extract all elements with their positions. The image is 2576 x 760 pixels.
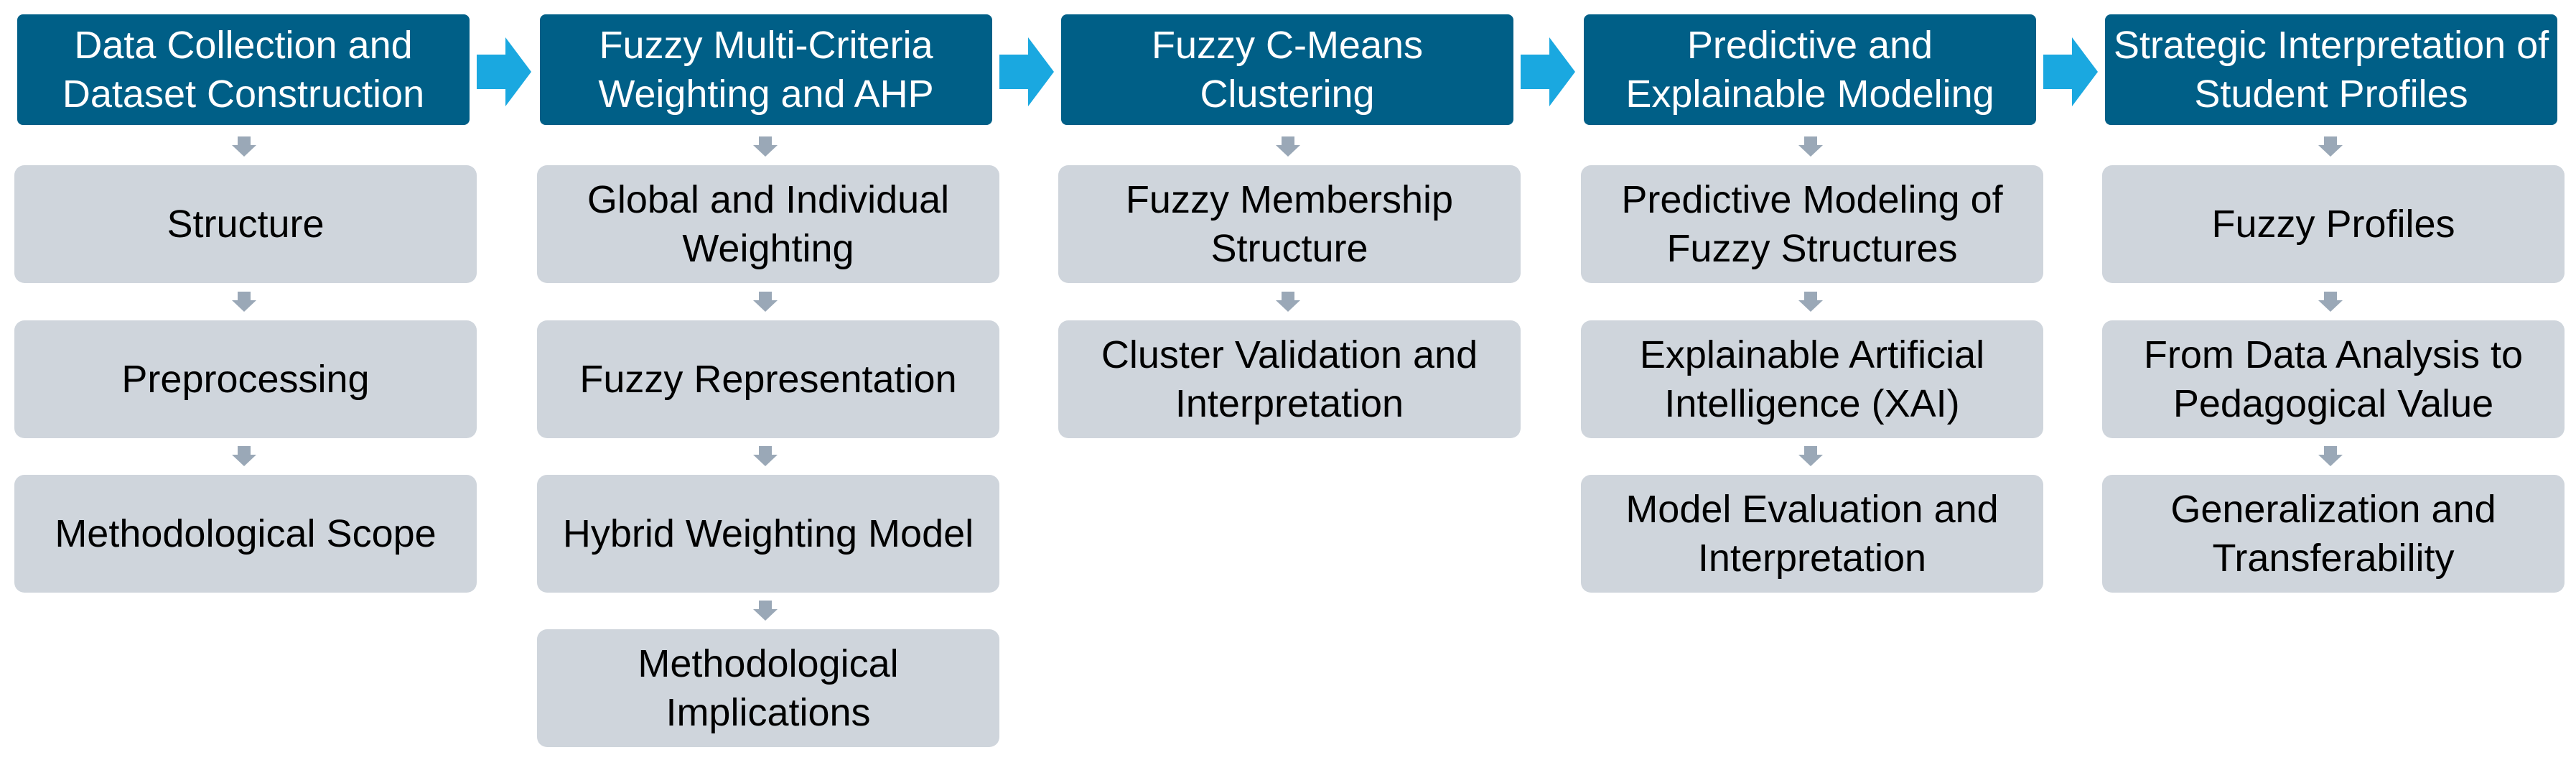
stage-data-collection: Data Collection and Dataset Construction… xyxy=(14,0,477,760)
right-arrow-icon xyxy=(477,37,531,106)
step-box: Fuzzy Profiles xyxy=(2102,165,2565,283)
step-box: From Data Analysis to Pedagogical Value xyxy=(2102,320,2565,438)
step-box: Fuzzy Representation xyxy=(537,320,999,438)
step-box: Fuzzy Membership Structure xyxy=(1058,165,1521,283)
step-box: Explainable Artificial Intelligence (XAI… xyxy=(1581,320,2043,438)
stage-header: Fuzzy Multi-Criteria Weighting and AHP xyxy=(540,14,992,125)
stage-fuzzy-c-means: Fuzzy C-Means Clustering Fuzzy Membershi… xyxy=(1058,0,1521,760)
stage-header: Predictive and Explainable Modeling xyxy=(1584,14,2036,125)
right-arrow-icon xyxy=(1521,37,1575,106)
right-arrow-icon xyxy=(999,37,1054,106)
stage-predictive-modeling: Predictive and Explainable Modeling Pred… xyxy=(1581,0,2043,760)
right-arrow-icon xyxy=(2043,37,2098,106)
step-box: Global and Individual Weighting xyxy=(537,165,999,283)
step-box: Hybrid Weighting Model xyxy=(537,475,999,593)
step-box: Predictive Modeling of Fuzzy Structures xyxy=(1581,165,2043,283)
step-box: Generalization and Transferability xyxy=(2102,475,2565,593)
step-box: Preprocessing xyxy=(14,320,477,438)
step-box: Structure xyxy=(14,165,477,283)
stage-fuzzy-weighting: Fuzzy Multi-Criteria Weighting and AHP G… xyxy=(537,0,999,760)
stage-header: Data Collection and Dataset Construction xyxy=(17,14,470,125)
stage-strategic-interpretation: Strategic Interpretation of Student Prof… xyxy=(2102,0,2565,760)
stage-header: Strategic Interpretation of Student Prof… xyxy=(2105,14,2557,125)
step-box: Cluster Validation and Interpretation xyxy=(1058,320,1521,438)
step-box: Methodological Implications xyxy=(537,629,999,747)
step-box: Methodological Scope xyxy=(14,475,477,593)
step-box: Model Evaluation and Interpretation xyxy=(1581,475,2043,593)
stage-header: Fuzzy C-Means Clustering xyxy=(1061,14,1513,125)
